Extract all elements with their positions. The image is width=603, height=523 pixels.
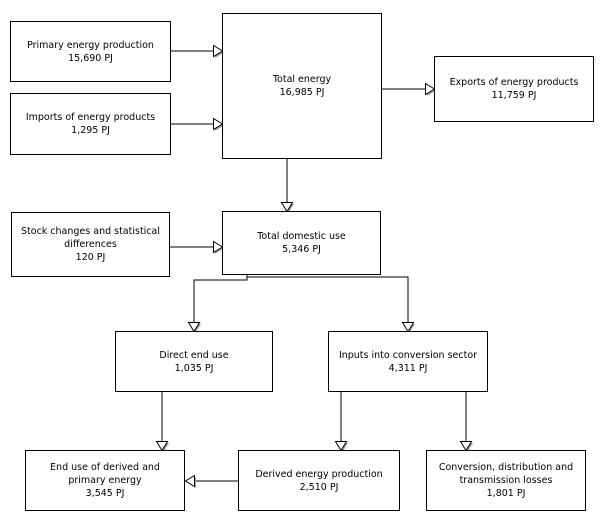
node-imports-of-energy-products[interactable]: Imports of energy products 1,295 PJ xyxy=(10,93,171,155)
node-stock-changes-and-statistical-differences[interactable]: Stock changes and statistical difference… xyxy=(11,212,170,277)
node-label: Stock changes and statistical xyxy=(21,226,160,237)
edge-inputs-into-conversion-sector-to-derived-energy-production xyxy=(334,392,348,452)
node-direct-end-use[interactable]: Direct end use 1,035 PJ xyxy=(115,331,273,392)
node-exports-of-energy-products[interactable]: Exports of energy products 11,759 PJ xyxy=(434,56,594,122)
edge-inputs-into-conversion-sector-to-conversion-losses xyxy=(459,392,473,452)
node-value: 5,346 PJ xyxy=(282,244,321,255)
node-value: 3,545 PJ xyxy=(85,488,125,499)
node-label-line2: differences xyxy=(64,239,117,250)
node-label: Primary energy production xyxy=(27,39,154,51)
node-end-use-of-derived-and-primary-energy[interactable]: End use of derived and primary energy 3,… xyxy=(25,450,185,511)
node-conversion-distribution-and-transmission-losses[interactable]: Conversion, distribution and transmissio… xyxy=(426,450,586,511)
node-label: Conversion, distribution and xyxy=(438,462,574,473)
node-label-line2: transmission losses xyxy=(459,475,553,486)
edge-stock-changes-to-total-domestic-use xyxy=(170,240,224,254)
node-value: 120 PJ xyxy=(75,252,106,263)
node-value: 15,690 PJ xyxy=(68,52,113,64)
node-label: Inputs into conversion sector xyxy=(338,349,478,361)
node-total-energy[interactable]: Total energy 16,985 PJ xyxy=(222,13,382,159)
node-value: 4,311 PJ xyxy=(388,362,428,374)
edge-direct-end-use-to-end-use-of-derived-and-primary-energy xyxy=(155,392,169,452)
node-primary-energy-production[interactable]: Primary energy production 15,690 PJ xyxy=(10,21,171,82)
node-value: 16,985 PJ xyxy=(279,87,325,98)
node-label: Derived energy production xyxy=(255,468,383,480)
node-label: Total domestic use xyxy=(257,231,346,242)
edge-derived-energy-production-to-end-use-of-derived-and-primary-energy xyxy=(184,474,238,488)
node-derived-energy-production[interactable]: Derived energy production 2,510 PJ xyxy=(238,450,400,511)
node-label: Exports of energy products xyxy=(449,77,579,88)
node-label: Total energy xyxy=(272,74,332,85)
node-label-line2: primary energy xyxy=(68,475,142,486)
node-value: 2,510 PJ xyxy=(299,481,339,493)
edge-total-energy-to-exports-of-energy-products xyxy=(382,82,436,96)
node-value: 11,759 PJ xyxy=(491,90,537,101)
node-inputs-into-conversion-sector[interactable]: Inputs into conversion sector 4,311 PJ xyxy=(328,331,488,392)
edge-total-domestic-use-to-inputs-into-conversion-sector xyxy=(247,276,415,333)
node-value: 1,295 PJ xyxy=(71,125,110,136)
edge-total-domestic-use-to-direct-end-use xyxy=(187,275,248,333)
node-value: 1,035 PJ xyxy=(174,362,214,374)
node-label: Direct end use xyxy=(159,349,229,361)
node-label: End use of derived and xyxy=(50,462,160,473)
edge-primary-energy-production-to-total-energy xyxy=(171,44,224,58)
edge-total-energy-to-total-domestic-use xyxy=(280,159,294,213)
node-value: 1,801 PJ xyxy=(486,488,526,499)
node-total-domestic-use[interactable]: Total domestic use 5,346 PJ xyxy=(222,211,381,275)
edge-imports-of-energy-products-to-total-energy xyxy=(171,117,224,131)
node-label: Imports of energy products xyxy=(25,112,156,123)
